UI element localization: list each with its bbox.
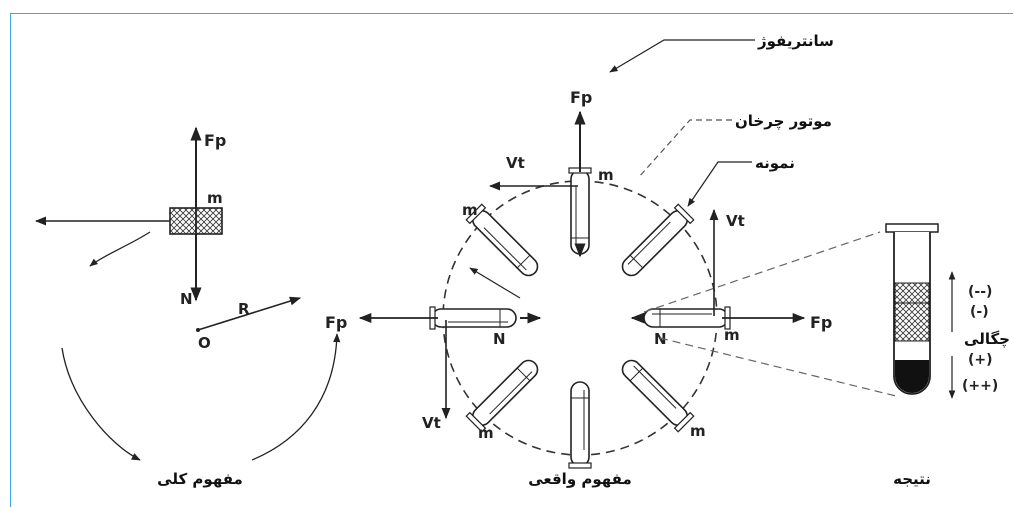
tube-top-left: [465, 203, 544, 282]
tube-right: [643, 306, 731, 330]
density-very-low: (--): [968, 284, 992, 300]
m-label-right: m: [724, 326, 740, 344]
sample-leader: [687, 161, 752, 207]
mass-block-right: [195, 207, 223, 235]
n-label-left-tube: N: [493, 330, 506, 348]
vt-label-bottom: Vt: [422, 414, 441, 432]
fp-label-top: Fp: [570, 88, 592, 107]
n-label-right: N: [654, 330, 667, 348]
mass-block: [169, 207, 197, 235]
rotation-arc-right: [251, 333, 341, 461]
zoom-line-top: [643, 231, 881, 313]
vt-label-top: Vt: [506, 154, 525, 172]
m-label-top: m: [598, 166, 614, 184]
r-label: R: [238, 300, 250, 318]
zoom-line-bottom: [659, 337, 897, 397]
result-caption: نتیجه: [893, 470, 931, 488]
centrifuge-label: سانتریفوژ: [757, 32, 834, 50]
centrifuge-leader: [609, 39, 755, 73]
m-label-bottom-left: m: [478, 424, 494, 442]
rotation-arc-left: [61, 347, 141, 461]
density-low: (-): [970, 304, 989, 320]
general-concept-caption: مفهوم کلی: [157, 470, 243, 488]
density-high: (+): [968, 352, 993, 368]
m-label-bottom-right: m: [690, 422, 706, 440]
radius-arrow: [197, 296, 302, 331]
n-label-left: N: [180, 290, 193, 308]
figure-frame: [10, 13, 1013, 507]
tube-top-right: [616, 203, 695, 282]
layer-medium: [894, 302, 930, 342]
fp-label-left: Fp: [204, 131, 226, 150]
tube-top: [568, 167, 592, 255]
tube-bottom-right: [616, 354, 695, 433]
vt-label-right: Vt: [726, 212, 745, 230]
fp-label-right: Fp: [810, 313, 832, 332]
density-label: چگالی: [964, 330, 1010, 349]
m-label-top-left: m: [462, 201, 478, 219]
general-concept-panel: Fp m N R O مفهوم کلی: [34, 126, 341, 488]
actual-concept-panel: Fp m Vt m Fp N Vt m Vt Fp N m m سانتریفو…: [325, 32, 834, 488]
rotor-leader: [637, 119, 732, 179]
rotation-arrow-small: [89, 231, 151, 267]
fp-label-left: Fp: [325, 313, 347, 332]
density-very-high: (++): [962, 378, 998, 394]
result-panel: (--) (-) چگالی (+) (++) نتیجه: [643, 223, 1010, 488]
big-tube-cap: [885, 223, 939, 233]
m-label-left: m: [207, 189, 223, 207]
rotor-label: موتور چرخان: [735, 112, 832, 131]
tube-bottom: [568, 381, 592, 469]
sediment-layer: [895, 360, 929, 393]
tube-left: [429, 306, 517, 330]
o-label: O: [198, 334, 211, 352]
actual-concept-caption: مفهوم واقعی: [528, 470, 632, 488]
tube-bottom-left: [465, 354, 544, 433]
rotation-arrow-inner: [469, 267, 521, 299]
layer-light: [894, 282, 930, 304]
sample-label: نمونه: [755, 154, 795, 172]
